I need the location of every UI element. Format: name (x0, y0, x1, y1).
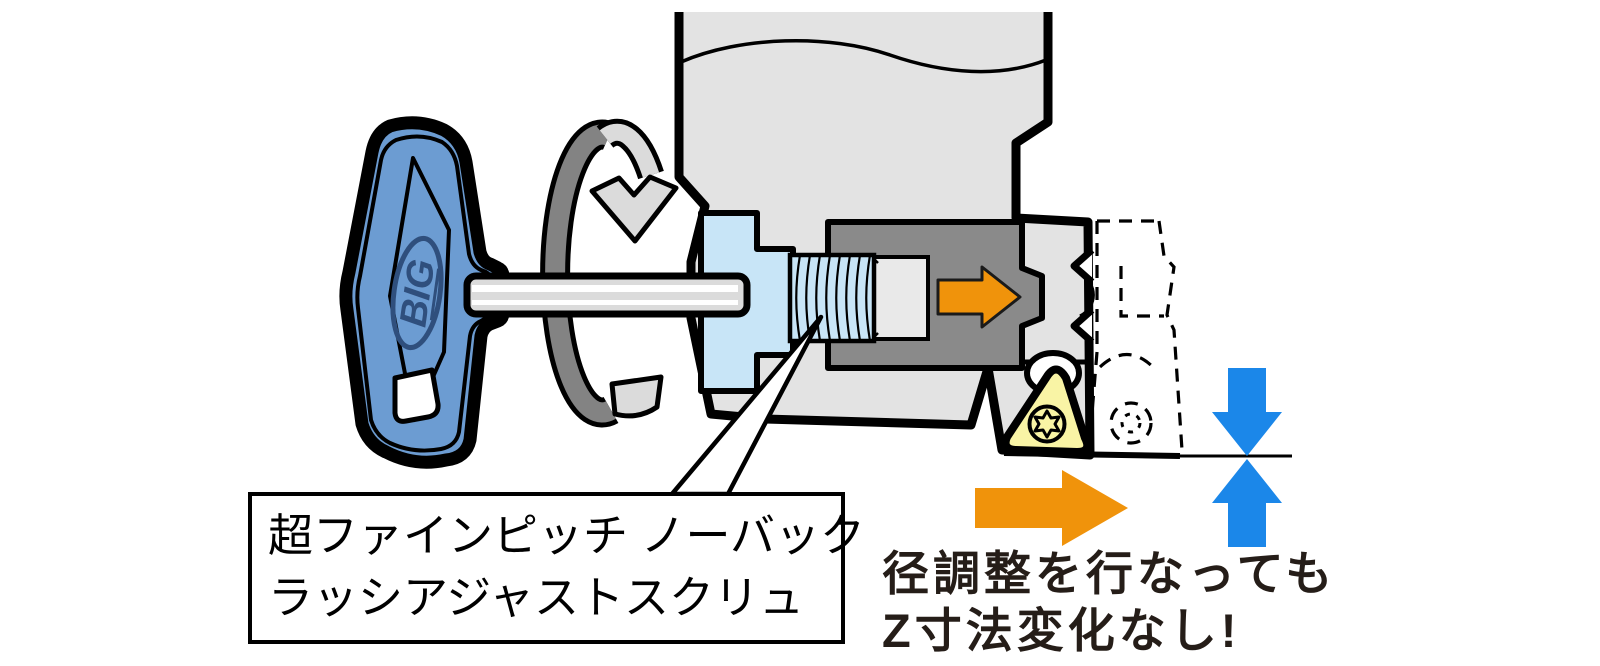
callout-line-1: 超ファインピッチ ノーバック (268, 510, 866, 561)
ghost-torx-inner (1120, 412, 1142, 434)
torx-star-icon (1033, 409, 1061, 439)
break-line (680, 38, 1047, 74)
cartridge-notch-1 (1070, 247, 1095, 285)
cutting-insert (1001, 365, 1092, 456)
big-logo: BIG (390, 235, 444, 351)
caption-line-2: Z寸法変化なし! (882, 604, 1241, 657)
z-no-change-arrows (1212, 368, 1282, 547)
hex-wrench: BIG (339, 116, 510, 469)
big-logo-underline (429, 268, 441, 321)
caption: 径調整を行なっても Z寸法変化なし! (882, 545, 1336, 659)
screw-thread (787, 252, 877, 344)
ghost-insert-apex (1098, 353, 1155, 369)
callout-line-2: ラッシアジャストスクリュ (268, 572, 804, 623)
ghost-right (1157, 220, 1184, 451)
handle-hole (392, 367, 441, 424)
screw-thread-body (787, 252, 877, 344)
caption-line-1: 径調整を行なっても (882, 547, 1337, 600)
handle-inner-contour (355, 134, 492, 453)
big-logo-oval (390, 235, 444, 351)
z-reference-line-heavy (1003, 450, 1181, 459)
radial-adjust-arrow-icon (975, 470, 1128, 546)
shaft-highlight-2 (472, 300, 738, 305)
rotation-arrowhead-icon (589, 174, 679, 244)
shaft-bar (463, 272, 751, 318)
ghost-insert-left (1087, 351, 1099, 451)
cartridge-notch-2 (1070, 307, 1095, 345)
ghost-outline (1087, 219, 1184, 451)
rotation-arrow-front (599, 123, 660, 178)
ghost-torx-outer (1109, 401, 1153, 445)
push-arrow-icon (936, 265, 1022, 329)
wrench-shaft (463, 272, 751, 318)
torx-screw-icon (1027, 404, 1067, 444)
shaft-highlight-1 (472, 285, 738, 292)
screw-thread-ridges (795, 254, 872, 342)
up-arrow-icon (1212, 459, 1282, 547)
rotation-arrow-tail (609, 374, 664, 419)
ghost-step (1119, 266, 1164, 318)
down-arrow-icon (1212, 368, 1282, 456)
callout-box: 超ファインピッチ ノーバック ラッシアジャストスクリュ (248, 492, 866, 644)
